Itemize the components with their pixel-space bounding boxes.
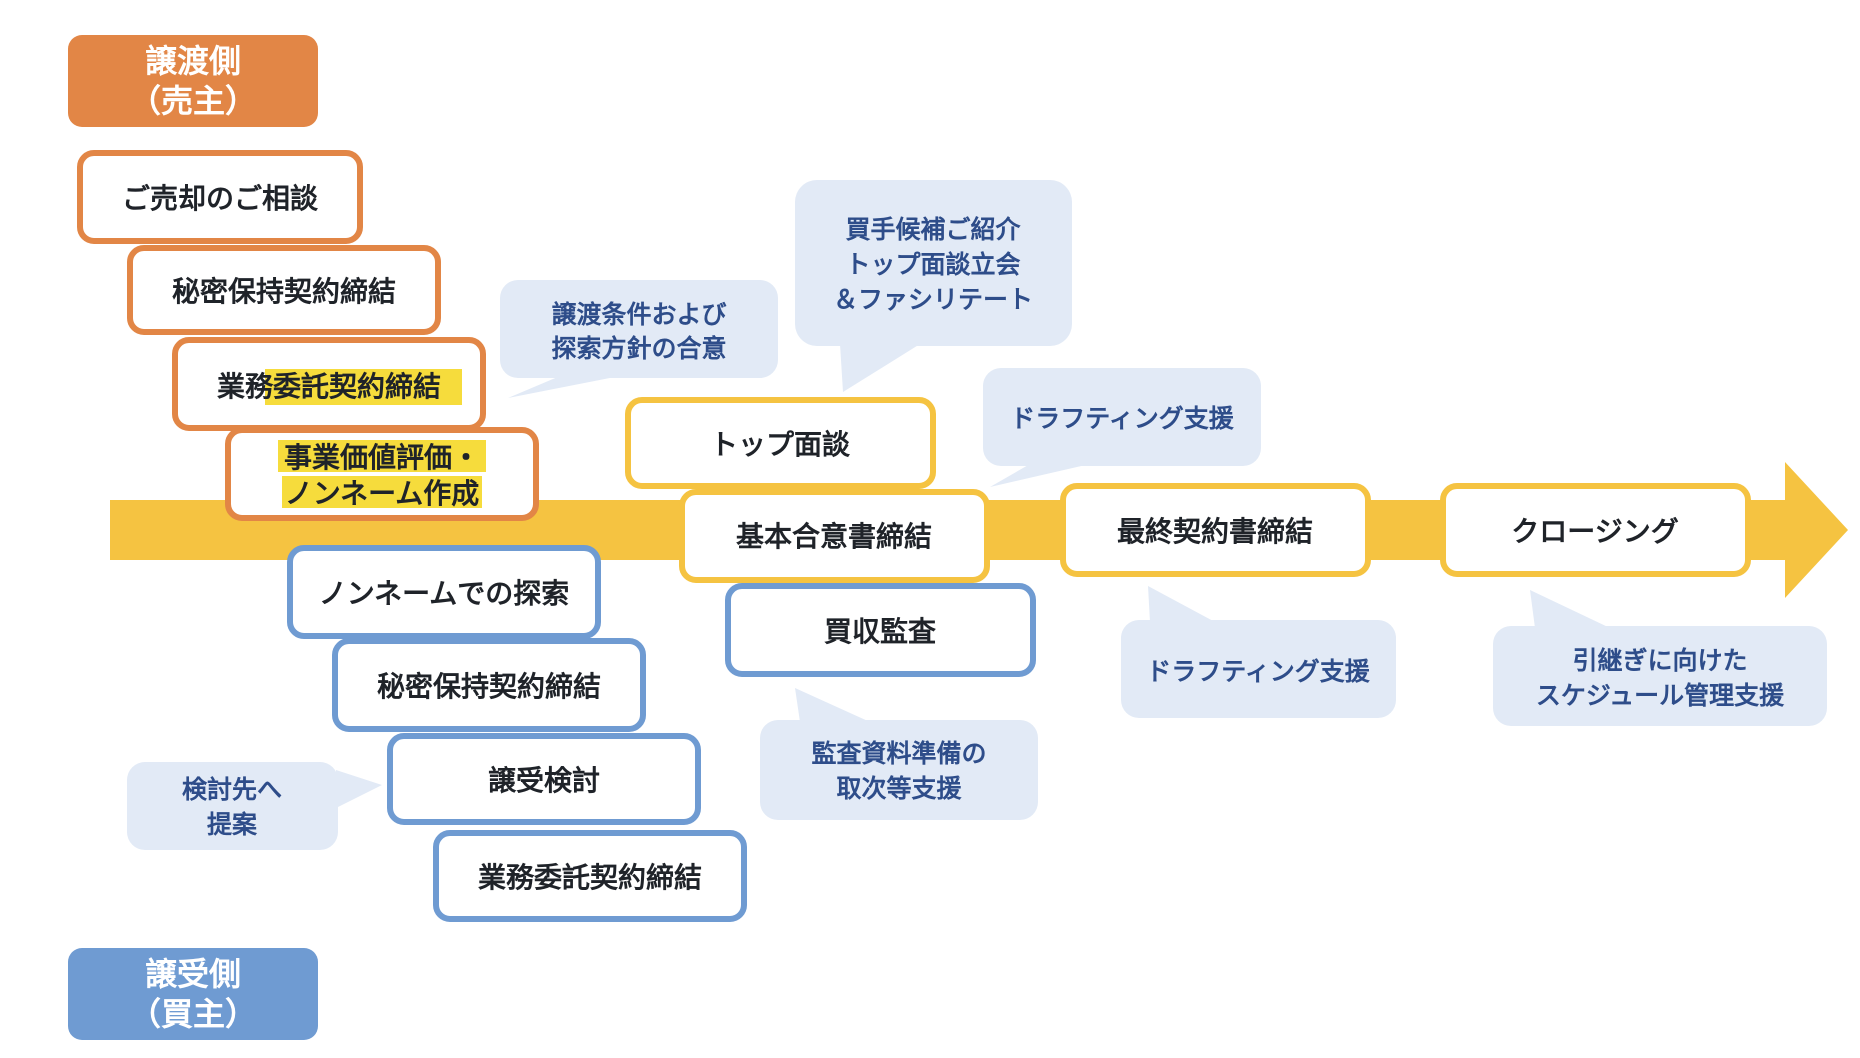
- callout-terms: 譲渡条件および 探索方針の合意: [500, 280, 778, 398]
- seller-step-mandate-label: 業務委託契約締結: [217, 370, 441, 403]
- seller-step-valuation-line2: ノンネーム作成: [285, 477, 480, 510]
- seller-header: 譲渡側 （売主）: [68, 35, 318, 127]
- seller-step-consult: ご売却のご相談: [77, 150, 363, 244]
- callout-drafting-top: ドラフティング支援: [983, 368, 1261, 487]
- buyer-step-nda: 秘密保持契約締結: [332, 638, 646, 732]
- buyer-step-review-label: 譲受検討: [488, 764, 600, 797]
- callout-terms-line1: 譲渡条件および: [551, 300, 726, 329]
- callout-intro-line2: トップ面談立会: [845, 250, 1020, 279]
- buyer-step-search: ノンネームでの探索: [287, 545, 601, 639]
- seller-step-valuation-line1: 事業価値評価・: [284, 441, 480, 474]
- seller-step-nda-label: 秘密保持契約締結: [172, 275, 396, 308]
- seller-step-consult-label: ご売却のご相談: [122, 182, 319, 215]
- callout-drafting-top-label: ドラフティング支援: [1010, 404, 1235, 433]
- buyer-header: 譲受側 （買主）: [68, 948, 318, 1040]
- step-loi-label: 基本合意書締結: [736, 520, 932, 553]
- callout-handover-line1: 引継ぎに向けた: [1572, 646, 1747, 675]
- callout-dd-support: 監査資料準備の 取次等支援: [760, 688, 1038, 820]
- step-due-diligence: 買収監査: [725, 583, 1036, 677]
- step-closing: クロージング: [1440, 483, 1751, 577]
- buyer-header-line1: 譲受側: [145, 955, 241, 993]
- step-final-contract-label: 最終契約書締結: [1117, 515, 1313, 548]
- seller-step-nda: 秘密保持契約締結: [127, 245, 441, 335]
- callout-drafting-bottom: ドラフティング支援: [1121, 586, 1396, 718]
- callout-intro-line1: 買手候補ご紹介: [845, 215, 1021, 244]
- step-due-diligence-label: 買収監査: [824, 615, 936, 648]
- valuation-highlight-line2: [282, 476, 482, 508]
- step-top-meeting-label: トップ面談: [710, 428, 851, 461]
- seller-step-valuation: 事業価値評価・ ノンネーム作成: [225, 427, 539, 521]
- callout-propose: 検討先へ 提案: [127, 762, 382, 850]
- callout-propose-line2: 提案: [207, 810, 258, 839]
- mandate-highlight-text: 委託契約締結: [272, 370, 441, 403]
- buyer-step-mandate-label: 業務委託契約締結: [478, 861, 702, 894]
- step-closing-label: クロージング: [1511, 515, 1678, 548]
- mandate-prefix-text: 業務: [217, 370, 274, 403]
- buyer-step-search-label: ノンネームでの探索: [319, 577, 570, 610]
- callout-drafting-bottom-label: ドラフティング支援: [1146, 657, 1371, 686]
- callout-dd-support-line2: 取次等支援: [836, 774, 962, 803]
- callout-handover: 引継ぎに向けた スケジュール管理支援: [1493, 590, 1827, 726]
- seller-step-mandate: 業務委託契約締結: [172, 337, 486, 431]
- callout-dd-support-line1: 監査資料準備の: [811, 739, 986, 768]
- callout-terms-line2: 探索方針の合意: [551, 334, 726, 363]
- buyer-header-line2: （買主）: [129, 995, 257, 1033]
- seller-header-line2: （売主）: [129, 82, 257, 120]
- callout-intro: 買手候補ご紹介 トップ面談立会 ＆ファシリテート: [795, 180, 1072, 392]
- callout-handover-line2: スケジュール管理支援: [1536, 681, 1785, 710]
- buyer-step-mandate: 業務委託契約締結: [433, 830, 747, 922]
- seller-header-line1: 譲渡側: [145, 42, 241, 80]
- step-top-meeting: トップ面談: [625, 397, 936, 489]
- callout-intro-line3: ＆ファシリテート: [833, 285, 1033, 314]
- step-loi: 基本合意書締結: [679, 489, 990, 583]
- buyer-step-review: 譲受検討: [387, 733, 701, 825]
- mandate-highlight-mark: [265, 369, 462, 405]
- valuation-highlight-line1: [278, 440, 486, 472]
- callout-propose-line1: 検討先へ: [182, 775, 282, 804]
- buyer-step-nda-label: 秘密保持契約締結: [377, 670, 601, 703]
- step-final-contract: 最終契約書締結: [1060, 483, 1371, 577]
